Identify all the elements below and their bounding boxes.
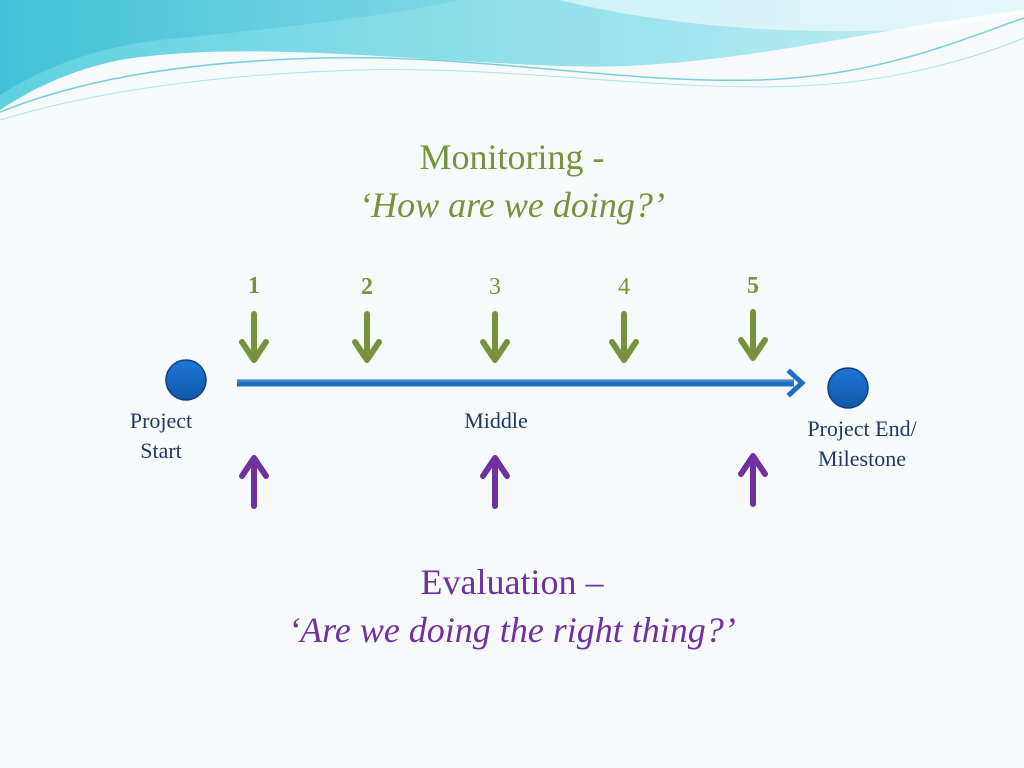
evaluation-question: ‘Are we doing the right thing?’ <box>288 610 736 650</box>
monitoring-arrow-3 <box>480 311 510 363</box>
checkpoint-number-3: 3 <box>489 274 501 300</box>
monitoring-title: Monitoring - <box>419 137 605 177</box>
project-end-label-line1: Project End/ <box>807 416 917 441</box>
checkpoint-number-2: 2 <box>361 274 373 300</box>
evaluation-arrow-start <box>239 455 269 509</box>
project-start-label: Project Start <box>101 406 221 466</box>
monitoring-arrow-4 <box>609 311 639 363</box>
monitoring-arrow-1 <box>239 311 269 363</box>
project-end-label-line2: Milestone <box>818 446 906 471</box>
checkpoint-number-4: 4 <box>618 274 630 300</box>
header-wave-decoration <box>0 0 1024 121</box>
monitoring-arrow-5 <box>738 309 768 361</box>
project-end-label: Project End/ Milestone <box>782 414 942 474</box>
project-start-node <box>165 359 207 401</box>
monitoring-arrow-2 <box>352 311 382 363</box>
project-start-label-line2: Start <box>140 438 182 463</box>
project-start-label-line1: Project <box>129 408 193 433</box>
timeline-arrow <box>237 368 806 398</box>
checkpoint-number-1: 1 <box>248 273 260 299</box>
monitoring-question: ‘How are we doing?’ <box>359 185 665 225</box>
evaluation-arrow-end <box>738 453 768 507</box>
middle-label: Middle <box>464 408 528 433</box>
project-end-node <box>827 367 869 409</box>
evaluation-title: Evaluation – <box>420 562 604 602</box>
evaluation-arrow-middle <box>480 455 510 509</box>
checkpoint-number-5: 5 <box>747 273 759 299</box>
